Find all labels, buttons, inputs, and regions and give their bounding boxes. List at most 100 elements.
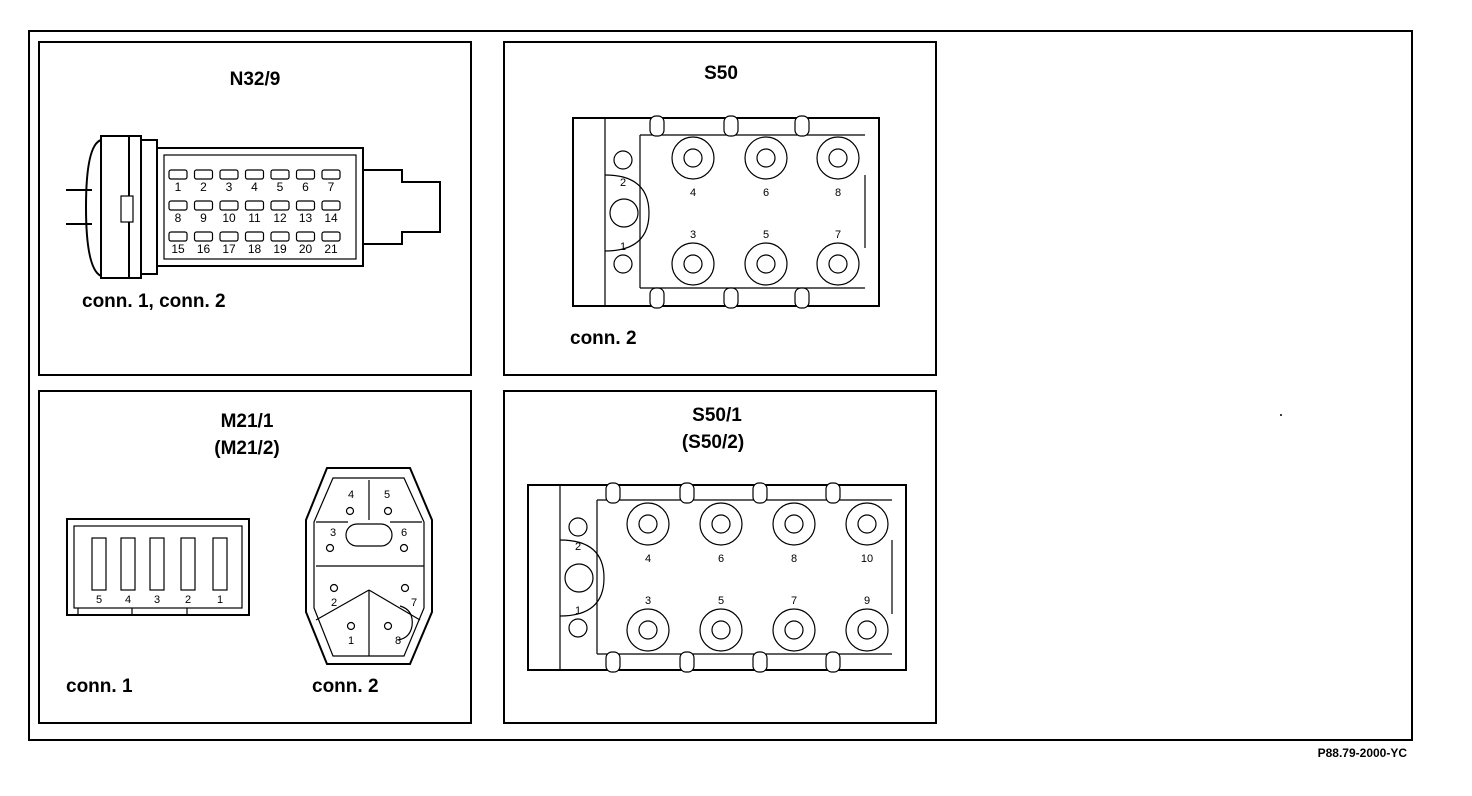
pin-socket [295, 169, 316, 180]
connector-body [527, 484, 907, 671]
terminal-hole [857, 514, 877, 534]
pin-hole [346, 621, 356, 631]
terminal-hole [638, 620, 658, 640]
latch-tab [605, 651, 621, 673]
pin-number: 2 [575, 541, 581, 553]
latch-tab [649, 115, 665, 137]
terminal-hole [711, 514, 731, 534]
panel-frame [503, 41, 937, 376]
latch-tab [723, 287, 739, 309]
pin-number: 1 [217, 594, 223, 606]
pin-number: 10 [861, 553, 873, 565]
pin-socket [270, 200, 290, 211]
panel-title: N32/9 [230, 69, 281, 90]
pin-number: 1 [175, 180, 182, 194]
pin-number: 3 [226, 180, 233, 194]
terminal-hole [756, 254, 776, 274]
terminal-ring [772, 608, 816, 652]
conn2-label: conn. 2 [312, 676, 379, 697]
pin-number: 8 [395, 635, 401, 647]
pin-hole [329, 583, 339, 593]
pin-number: 7 [328, 180, 335, 194]
blade-slot [91, 537, 107, 591]
pin-number: 6 [718, 553, 724, 565]
panel-title: S50 [704, 63, 738, 84]
pin-number: 13 [299, 211, 313, 225]
pin-hole [345, 506, 355, 516]
blade-slot [120, 537, 136, 591]
pin-number: 4 [645, 553, 651, 565]
figure-code: P88.79-2000-YC [1318, 746, 1408, 760]
pin-hole [383, 621, 393, 631]
pin-number: 6 [401, 527, 407, 539]
pin-number: 19 [273, 242, 287, 256]
pin-socket [244, 231, 265, 242]
lobe-outline [559, 539, 605, 617]
latch-tab [794, 287, 810, 309]
pin-number: 18 [248, 242, 262, 256]
pin-number: 1 [620, 241, 626, 253]
panel-frame [38, 41, 472, 376]
pin-number: 20 [299, 242, 313, 256]
terminal-hole [784, 620, 804, 640]
pin-hole [613, 150, 633, 170]
terminal-ring [845, 608, 889, 652]
terminal-ring [626, 608, 670, 652]
pin-number: 5 [96, 594, 102, 606]
pin-socket [193, 231, 214, 242]
terminal-ring [744, 242, 788, 286]
panel-title: M21/1 [221, 411, 274, 432]
latch-tab [752, 482, 768, 504]
pin-number: 6 [763, 187, 769, 199]
pin-hole [613, 254, 633, 274]
blade-slot [149, 537, 165, 591]
pin-hole [568, 517, 588, 537]
conn1-label: conn. 1 [66, 676, 133, 697]
pin-number: 2 [200, 180, 207, 194]
terminal-ring [816, 136, 860, 180]
terminal-ring [671, 242, 715, 286]
pin-socket [295, 200, 316, 211]
pin-number: 8 [835, 187, 841, 199]
pin-hole [400, 583, 410, 593]
pin-number: 11 [248, 211, 261, 225]
pin-hole [399, 543, 409, 553]
pin-socket [321, 200, 341, 211]
terminal-hole [756, 148, 776, 168]
pin-socket [193, 169, 214, 180]
latch-tab [794, 115, 810, 137]
blade-slot [212, 537, 228, 591]
m21-conn2-drawing [305, 467, 433, 665]
latch-tab [825, 482, 841, 504]
pin-socket [270, 231, 290, 242]
terminal-ring [671, 136, 715, 180]
center-hole [564, 563, 594, 593]
pin-socket [270, 169, 290, 180]
pin-number: 15 [171, 242, 185, 256]
pin-number: 17 [222, 242, 236, 256]
pin-number: 5 [763, 229, 769, 241]
pin-socket [244, 200, 265, 211]
blade-slot [180, 537, 196, 591]
pin-socket [321, 169, 341, 180]
pin-number: 1 [348, 635, 354, 647]
latch-tab [825, 651, 841, 673]
latch-tab [723, 115, 739, 137]
pin-socket [219, 169, 239, 180]
pin-number: 5 [384, 489, 390, 501]
latch-tab [752, 651, 768, 673]
outer-frame [28, 30, 1413, 741]
n32-9-connector-drawing [66, 135, 441, 279]
terminal-ring [699, 502, 743, 546]
latch-tab [649, 287, 665, 309]
latch-tab [605, 482, 621, 504]
stray-dot [1280, 414, 1282, 416]
terminal-ring [744, 136, 788, 180]
pin-number: 14 [324, 211, 338, 225]
terminal-hole [638, 514, 658, 534]
